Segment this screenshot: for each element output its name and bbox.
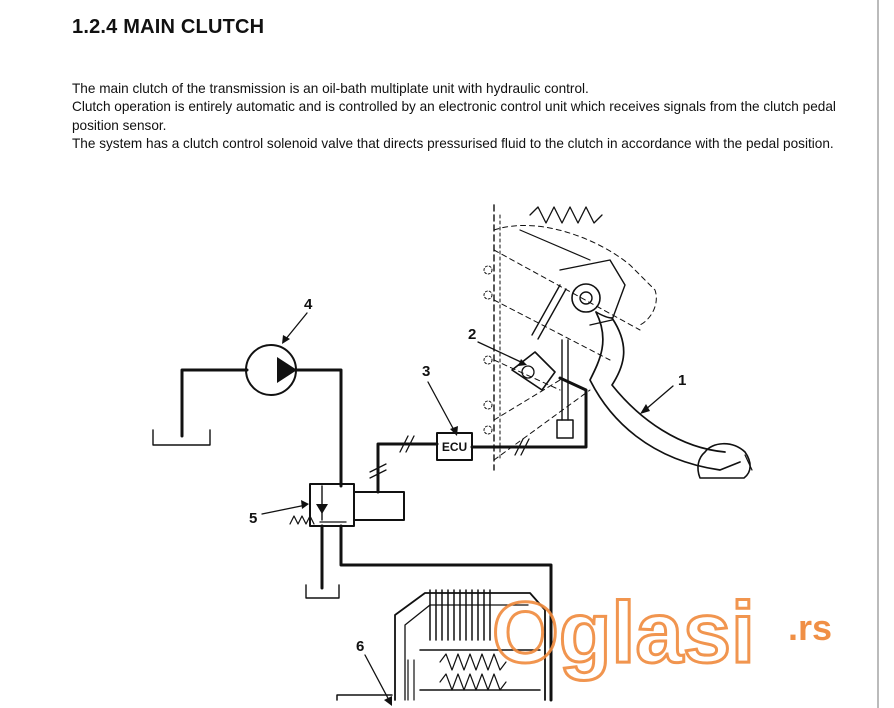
clutch-pack bbox=[336, 589, 546, 701]
callout-1: 1 bbox=[678, 372, 686, 389]
callout-3: 3 bbox=[422, 363, 430, 380]
paragraph-3: The system has a clutch control solenoid… bbox=[72, 136, 834, 152]
paragraph-2: Clutch operation is entirely automatic a… bbox=[72, 99, 836, 133]
callout-6: 6 bbox=[356, 638, 364, 655]
watermark-brand: Oglasi bbox=[492, 585, 755, 681]
body-text: The main clutch of the transmission is a… bbox=[72, 80, 842, 154]
page-edge bbox=[877, 0, 879, 708]
valve-arrow bbox=[316, 504, 328, 514]
ecu-label: ECU bbox=[442, 440, 467, 454]
callout-5: 5 bbox=[249, 510, 257, 527]
callout-2: 2 bbox=[468, 326, 476, 343]
pedal-assembly bbox=[483, 204, 753, 479]
watermark-logo: Oglasi .rs bbox=[491, 584, 833, 683]
section-heading: 1.2.4 MAIN CLUTCH bbox=[72, 16, 265, 38]
watermark-suffix: .rs bbox=[788, 607, 832, 648]
pump-flow-arrow bbox=[277, 357, 297, 383]
callout-4: 4 bbox=[304, 296, 313, 313]
paragraph-1: The main clutch of the transmission is a… bbox=[72, 81, 589, 96]
